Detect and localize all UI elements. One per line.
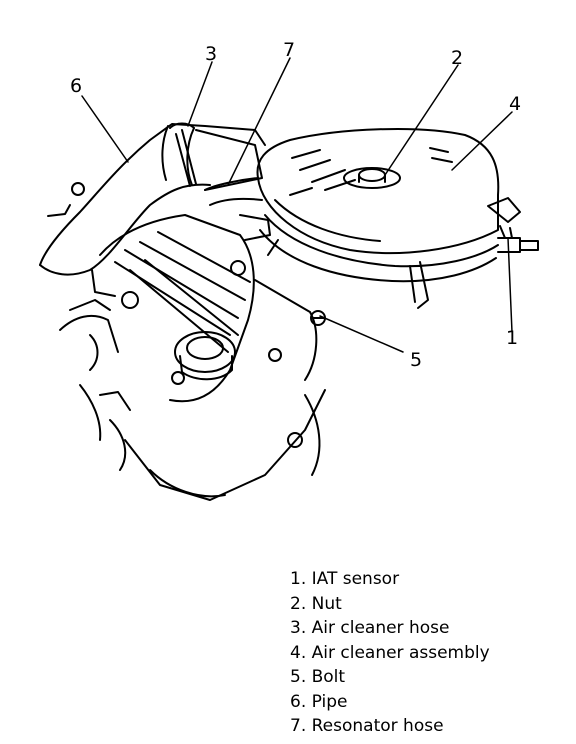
- leader-line-1: [507, 237, 513, 333]
- callout-labels: 1 2 3 4 5 6 7: [70, 39, 521, 371]
- iat-sensor: [497, 225, 539, 253]
- callout-6: 6: [70, 75, 82, 97]
- resonator-hose: [204, 177, 271, 241]
- legend-item-iat-sensor: 1. IAT sensor: [290, 569, 400, 589]
- legend-item-nut: 2. Nut: [290, 593, 342, 614]
- air-cleaner-hose: [161, 122, 263, 191]
- legend-item-pipe: 6. Pipe: [290, 691, 348, 712]
- nut: [343, 167, 401, 189]
- leader-line-5: [319, 315, 404, 353]
- callout-3: 3: [205, 43, 217, 65]
- legend-item-resonator-hose: 7. Resonator hose: [290, 716, 444, 736]
- leader-lines: [81, 57, 513, 353]
- legend-item-bolt: 5. Bolt: [290, 667, 346, 687]
- callout-4: 4: [509, 93, 521, 115]
- engine-illustration: 1 2 3 4 5 6 7: [39, 39, 539, 501]
- leader-line-7: [227, 57, 291, 186]
- callout-1: 1: [506, 327, 518, 349]
- pipe: [39, 123, 266, 297]
- engine-block: [59, 214, 326, 501]
- air-cleaner-assembly: [256, 127, 521, 309]
- legend-item-air-cleaner-hose: 3. Air cleaner hose: [290, 618, 450, 638]
- parts-legend: 1. IAT sensor 2. Nut 3. Air cleaner hose…: [290, 567, 490, 739]
- callout-7: 7: [283, 39, 295, 61]
- leader-line-6: [81, 95, 129, 163]
- leader-line-3: [187, 61, 213, 127]
- callout-2: 2: [451, 47, 463, 69]
- callout-5: 5: [410, 349, 422, 371]
- legend-item-air-cleaner-assembly: 4. Air cleaner assembly: [290, 642, 490, 663]
- leader-line-4: [451, 111, 513, 171]
- leader-line-2: [384, 64, 459, 176]
